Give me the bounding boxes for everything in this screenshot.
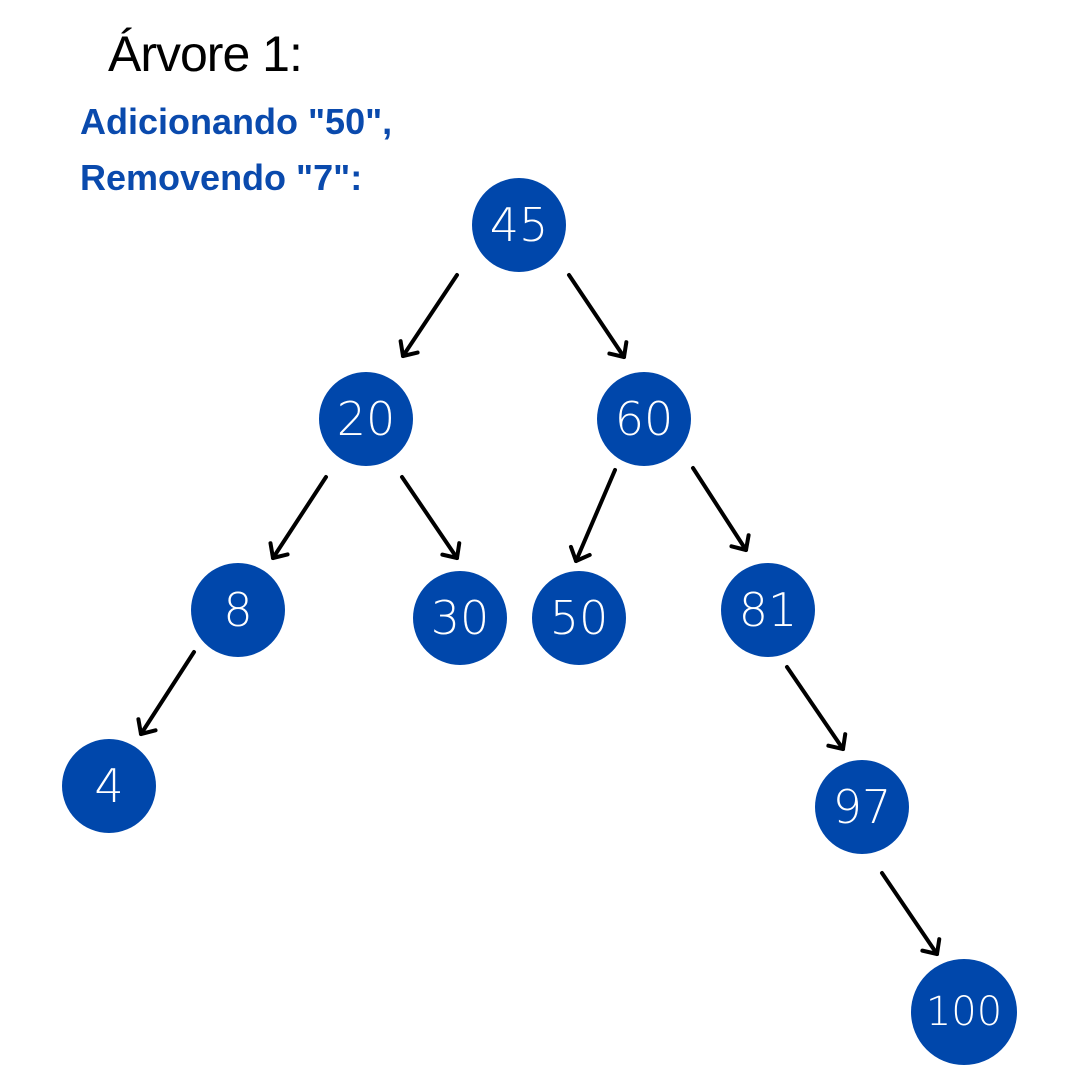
node-label: 100 bbox=[926, 989, 1002, 1035]
subtitle-line-add: Adicionando "50", bbox=[80, 101, 393, 142]
node-circle bbox=[815, 760, 909, 854]
edge-arrow-n81-n97 bbox=[785, 665, 848, 751]
node-circle bbox=[472, 178, 566, 272]
tree-node-100: 100 bbox=[911, 959, 1017, 1065]
node-circle bbox=[191, 563, 285, 657]
tree-node-20: 20 bbox=[319, 372, 413, 466]
node-label: 60 bbox=[615, 392, 674, 446]
node-circle bbox=[413, 571, 507, 665]
edge-arrow-n20-n8 bbox=[268, 475, 328, 560]
node-label: 97 bbox=[833, 780, 892, 834]
edge-arrow-n60-n81 bbox=[691, 466, 751, 552]
node-label: 81 bbox=[739, 583, 798, 637]
node-label: 8 bbox=[223, 583, 252, 637]
node-circle bbox=[721, 563, 815, 657]
tree-node-60: 60 bbox=[597, 372, 691, 466]
tree-node-81: 81 bbox=[721, 563, 815, 657]
node-label: 45 bbox=[490, 198, 549, 252]
node-circle bbox=[532, 571, 626, 665]
tree-node-4: 4 bbox=[62, 739, 156, 833]
edge-arrow-n20-n30 bbox=[400, 475, 462, 560]
tree-node-8: 8 bbox=[191, 563, 285, 657]
node-label: 20 bbox=[337, 392, 396, 446]
edge-arrow-n45-n60 bbox=[567, 273, 629, 359]
edge-arrow-n60-n50 bbox=[568, 468, 617, 563]
edge-arrow-n97-n100 bbox=[880, 871, 942, 956]
node-label: 30 bbox=[431, 591, 490, 645]
edge-arrow-n45-n20 bbox=[398, 273, 459, 358]
tree-node-30: 30 bbox=[413, 571, 507, 665]
node-circle bbox=[319, 372, 413, 466]
node-circle bbox=[62, 739, 156, 833]
node-circle bbox=[911, 959, 1017, 1065]
tree-node-45: 45 bbox=[472, 178, 566, 272]
diagram-title: Árvore 1: bbox=[108, 26, 303, 82]
edge-arrow-n8-n4 bbox=[136, 650, 196, 736]
tree-node-97: 97 bbox=[815, 760, 909, 854]
node-circle bbox=[597, 372, 691, 466]
subtitle-line-remove: Removendo "7": bbox=[80, 157, 363, 198]
node-label: 4 bbox=[94, 759, 123, 813]
node-label: 50 bbox=[550, 591, 609, 645]
tree-node-50: 50 bbox=[532, 571, 626, 665]
